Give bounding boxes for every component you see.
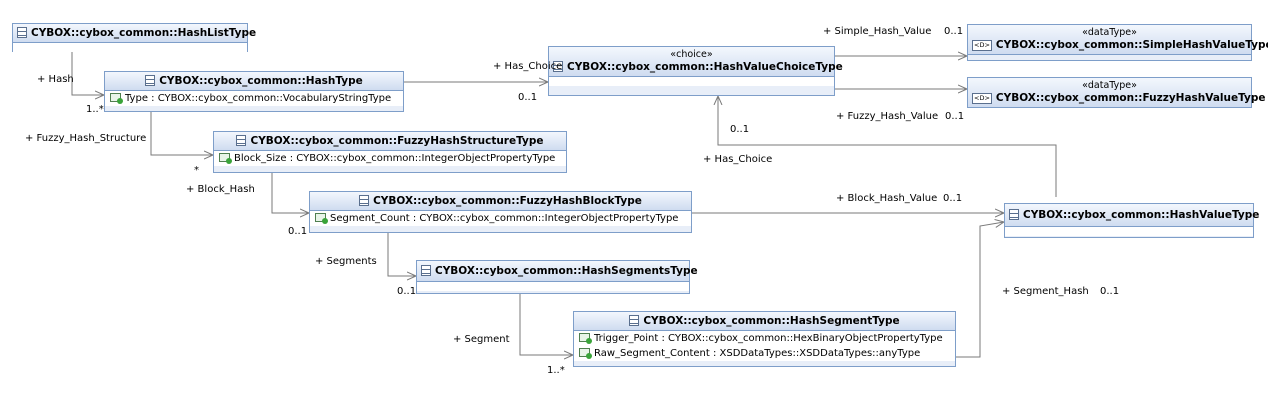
class-icon: [553, 61, 563, 72]
stereotype: «dataType»: [1082, 80, 1137, 91]
attribute: Trigger_Point : CYBOX::cybox_common::Hex…: [574, 331, 955, 346]
role-label: + Segments: [315, 256, 377, 267]
attribute: Block_Size : CYBOX::cybox_common::Intege…: [214, 151, 566, 166]
multiplicity-label: 0..1: [288, 226, 308, 237]
class-hash-value-type[interactable]: CYBOX::cybox_common::HashValueType: [1004, 203, 1259, 238]
class-name: CYBOX::cybox_common::FuzzyHashValueType: [995, 92, 1266, 104]
multiplicity-label: 0..1: [1100, 286, 1120, 297]
class-hash-type[interactable]: CYBOX::cybox_common::HashType Type : CYB…: [104, 71, 404, 112]
class-fuzzy-hash-value-type[interactable]: «dataType»<D>CYBOX::cybox_common::FuzzyH…: [967, 77, 1266, 108]
attribute-icon: [579, 333, 592, 344]
class-icon: [359, 195, 370, 206]
assoc-segment: [519, 294, 573, 355]
role-label: + Segment_Hash: [1002, 286, 1089, 297]
class-icon: [236, 135, 247, 146]
class-fuzzy-hash-block-type[interactable]: CYBOX::cybox_common::FuzzyHashBlockType …: [309, 191, 692, 233]
multiplicity-label: 0..1: [397, 286, 417, 297]
class-fuzzy-hash-structure-type[interactable]: CYBOX::cybox_common::FuzzyHashStructureT…: [213, 131, 567, 173]
attribute-icon: [315, 213, 328, 224]
class-name: CYBOX::cybox_common::HashSegmentType: [643, 315, 900, 327]
attribute: Raw_Segment_Content : XSDDataTypes::XSDD…: [574, 346, 955, 361]
assoc-has-choice-right: [718, 96, 1057, 197]
class-icon: [17, 27, 27, 38]
multiplicity-label: 1..*: [86, 104, 104, 115]
role-label: + Has_Choice: [493, 61, 563, 72]
assoc-hash: [71, 52, 104, 95]
role-label: + Hash: [37, 74, 74, 85]
class-icon: [421, 265, 431, 276]
role-label: + Simple_Hash_Value: [823, 26, 932, 37]
attribute: Type : CYBOX::cybox_common::VocabularySt…: [105, 91, 403, 106]
multiplicity-label: 0..1: [945, 111, 965, 122]
multiplicity-label: 0..1: [730, 124, 750, 135]
assoc-fuzzy-hash-structure: [150, 112, 213, 155]
multiplicity-label: 1..*: [547, 365, 565, 376]
class-hash-value-choice-type[interactable]: «choice»CYBOX::cybox_common::HashValueCh…: [548, 46, 843, 96]
class-simple-hash-value-type[interactable]: «dataType»<D>CYBOX::cybox_common::Simple…: [967, 24, 1268, 61]
assoc-block-hash: [271, 173, 309, 213]
attribute-icon: [219, 153, 232, 164]
datatype-icon: <D>: [972, 93, 992, 104]
multiplicity-label: 0..1: [943, 193, 963, 204]
datatype-icon: <D>: [972, 40, 992, 51]
class-icon: [629, 315, 640, 326]
role-label: + Block_Hash_Value: [836, 193, 938, 204]
class-icon: [145, 75, 156, 86]
class-name: CYBOX::cybox_common::HashListType: [31, 27, 257, 39]
role-label: + Block_Hash: [186, 184, 255, 195]
stereotype: «dataType»: [1082, 27, 1137, 38]
class-hash-list-type[interactable]: CYBOX::cybox_common::HashListType: [12, 23, 256, 52]
class-name: CYBOX::cybox_common::HashValueType: [1023, 209, 1260, 221]
class-name: CYBOX::cybox_common::HashType: [159, 75, 363, 87]
class-name: CYBOX::cybox_common::FuzzyHashBlockType: [373, 195, 642, 207]
role-label: + Fuzzy_Hash_Value: [836, 111, 939, 122]
multiplicity-label: *: [194, 165, 199, 176]
role-label: + Fuzzy_Hash_Structure: [25, 133, 147, 144]
class-name: CYBOX::cybox_common::HashSegmentsType: [435, 265, 698, 277]
attribute: Segment_Count : CYBOX::cybox_common::Int…: [310, 211, 691, 226]
class-icon: [1009, 209, 1019, 220]
class-hash-segments-type[interactable]: CYBOX::cybox_common::HashSegmentsType: [416, 260, 698, 294]
assoc-segments: [387, 233, 416, 276]
stereotype: «choice»: [670, 49, 713, 60]
role-label: + Has_Choice: [703, 154, 773, 165]
class-name: CYBOX::cybox_common::SimpleHashValueType: [995, 39, 1268, 51]
class-name: CYBOX::cybox_common::FuzzyHashStructureT…: [250, 135, 544, 147]
multiplicity-label: 0..1: [944, 26, 964, 37]
class-name: CYBOX::cybox_common::HashValueChoiceType: [567, 61, 843, 73]
class-hash-segment-type[interactable]: CYBOX::cybox_common::HashSegmentType Tri…: [573, 311, 956, 367]
role-label: + Segment: [453, 334, 510, 345]
attribute-icon: [579, 348, 592, 359]
assoc-segment-hash: [956, 222, 1004, 358]
attribute-icon: [110, 93, 123, 104]
multiplicity-label: 0..1: [518, 92, 538, 103]
